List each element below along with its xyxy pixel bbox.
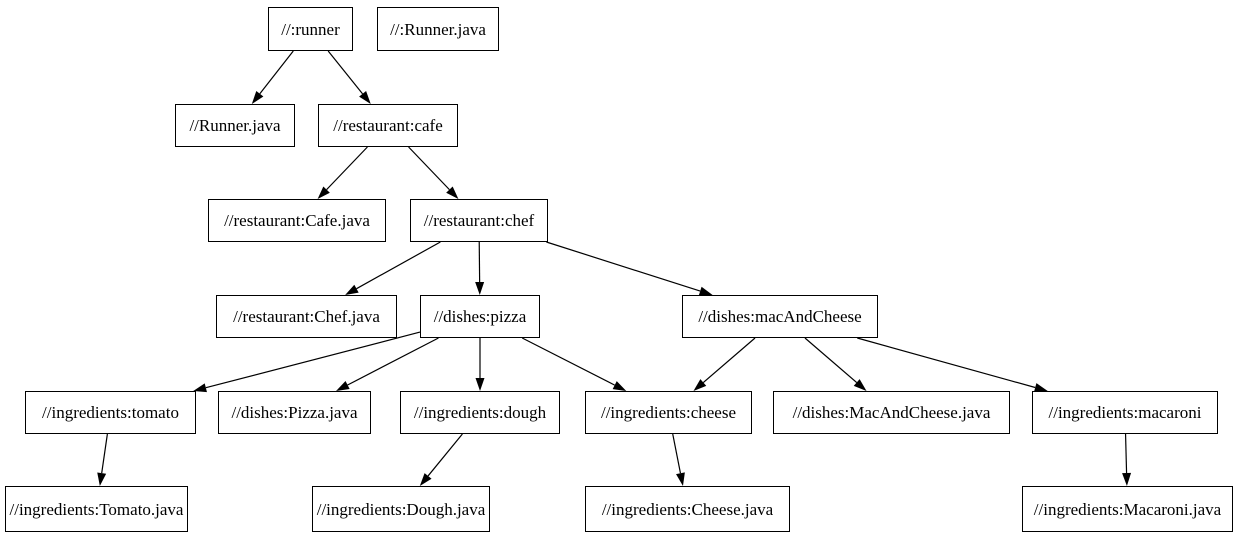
graph-node-pizza-java: //dishes:Pizza.java: [218, 391, 371, 434]
arrowhead-icon: [345, 284, 359, 295]
graph-node-chef: //restaurant:chef: [410, 199, 548, 242]
graph-node-runner-java-source: //:Runner.java: [377, 7, 499, 51]
dependency-edge-mac-and-cheese-to-mac-and-cheese-java: [804, 337, 858, 383]
arrowhead-icon: [853, 379, 867, 391]
graph-node-label: //:Runner.java: [390, 19, 486, 39]
arrowhead-icon: [475, 378, 485, 391]
graph-node-label: //ingredients:tomato: [42, 403, 179, 422]
graph-node-label: //dishes:pizza: [433, 307, 527, 326]
dependency-edge-cheese-to-cheese-java: [672, 433, 682, 474]
graph-node-label: //ingredients:dough: [413, 403, 547, 422]
graph-node-macaroni: //ingredients:macaroni: [1032, 391, 1218, 434]
graph-node-label: //ingredients:Macaroni.java: [1033, 499, 1222, 519]
arrowhead-icon: [359, 91, 371, 104]
graph-node-label: //restaurant:Cafe.java: [224, 211, 370, 230]
graph-node-label: //restaurant:Chef.java: [233, 307, 380, 326]
dependency-edge-pizza-to-cheese: [521, 337, 615, 386]
graph-node-tomato-java: //ingredients:Tomato.java: [5, 486, 188, 532]
graph-node-label: //ingredients:macaroni: [1048, 403, 1202, 422]
graph-node-cheese-java: //ingredients:Cheese.java: [585, 486, 790, 532]
arrowhead-icon: [1122, 472, 1132, 486]
arrowhead-icon: [193, 383, 207, 393]
dependency-edge-runner-to-runner-java: [259, 50, 294, 95]
graph-node-label: //dishes:Pizza.java: [231, 403, 358, 422]
arrowhead-icon: [251, 90, 264, 104]
dependency-edge-pizza-to-pizza-java: [347, 337, 439, 386]
dependency-edge-mac-and-cheese-to-cheese: [702, 337, 756, 383]
dependency-edge-cafe-to-chef: [408, 146, 450, 191]
arrowhead-icon: [446, 186, 459, 199]
arrowhead-icon: [693, 379, 707, 391]
graph-node-cafe-java: //restaurant:Cafe.java: [208, 199, 386, 242]
graph-node-label: //ingredients:Tomato.java: [9, 499, 184, 519]
graph-node-mac-and-cheese: //dishes:macAndCheese: [682, 295, 878, 338]
graph-node-label: //ingredients:cheese: [600, 403, 736, 422]
graph-node-label: //Runner.java: [189, 116, 281, 135]
dependency-edge-dough-to-dough-java: [427, 433, 463, 477]
dependency-edge-cafe-to-cafe-java: [326, 146, 368, 191]
arrowhead-icon: [612, 381, 627, 391]
arrowhead-icon: [97, 472, 107, 486]
dependency-edge-chef-to-mac-and-cheese: [546, 241, 701, 292]
arrowhead-icon: [676, 472, 685, 486]
graph-node-tomato: //ingredients:tomato: [25, 391, 196, 434]
dependency-edge-chef-to-chef-java: [356, 241, 441, 290]
graph-node-cafe: //restaurant:cafe: [318, 104, 458, 147]
graph-node-chef-java: //restaurant:Chef.java: [216, 295, 397, 338]
dependency-edge-mac-and-cheese-to-macaroni: [857, 337, 1036, 389]
graph-node-label: //:runner: [281, 19, 340, 39]
arrowhead-icon: [336, 381, 350, 391]
arrowhead-icon: [419, 473, 432, 486]
graph-node-label: //restaurant:chef: [423, 211, 535, 230]
graph-node-runner: //:runner: [268, 7, 353, 51]
dependency-edge-macaroni-to-macaroni-java: [1124, 433, 1128, 474]
graph-node-label: //restaurant:cafe: [333, 116, 443, 135]
graph-node-dough-java: //ingredients:Dough.java: [312, 486, 490, 532]
graph-node-label: //ingredients:Dough.java: [316, 499, 486, 519]
arrowhead-icon: [317, 186, 330, 199]
graph-node-cheese: //ingredients:cheese: [585, 391, 752, 434]
arrowhead-icon: [698, 286, 713, 296]
graph-node-mac-and-cheese-java: //dishes:MacAndCheese.java: [773, 391, 1010, 434]
graph-node-macaroni-java: //ingredients:Macaroni.java: [1022, 486, 1233, 532]
graph-node-dough: //ingredients:dough: [400, 391, 560, 434]
graph-node-label: //dishes:macAndCheese: [698, 307, 862, 326]
graph-node-pizza: //dishes:pizza: [420, 295, 540, 338]
graph-node-runner-java: //Runner.java: [175, 104, 295, 147]
dependency-edge-tomato-to-tomato-java: [101, 433, 108, 474]
dependency-edge-pizza-to-tomato: [205, 331, 421, 389]
arrowhead-icon: [1034, 383, 1048, 392]
graph-node-label: //dishes:MacAndCheese.java: [792, 403, 991, 422]
dependency-edge-runner-to-cafe: [327, 50, 364, 95]
graph-node-label: //ingredients:Cheese.java: [601, 499, 774, 519]
arrowhead-icon: [475, 281, 485, 295]
